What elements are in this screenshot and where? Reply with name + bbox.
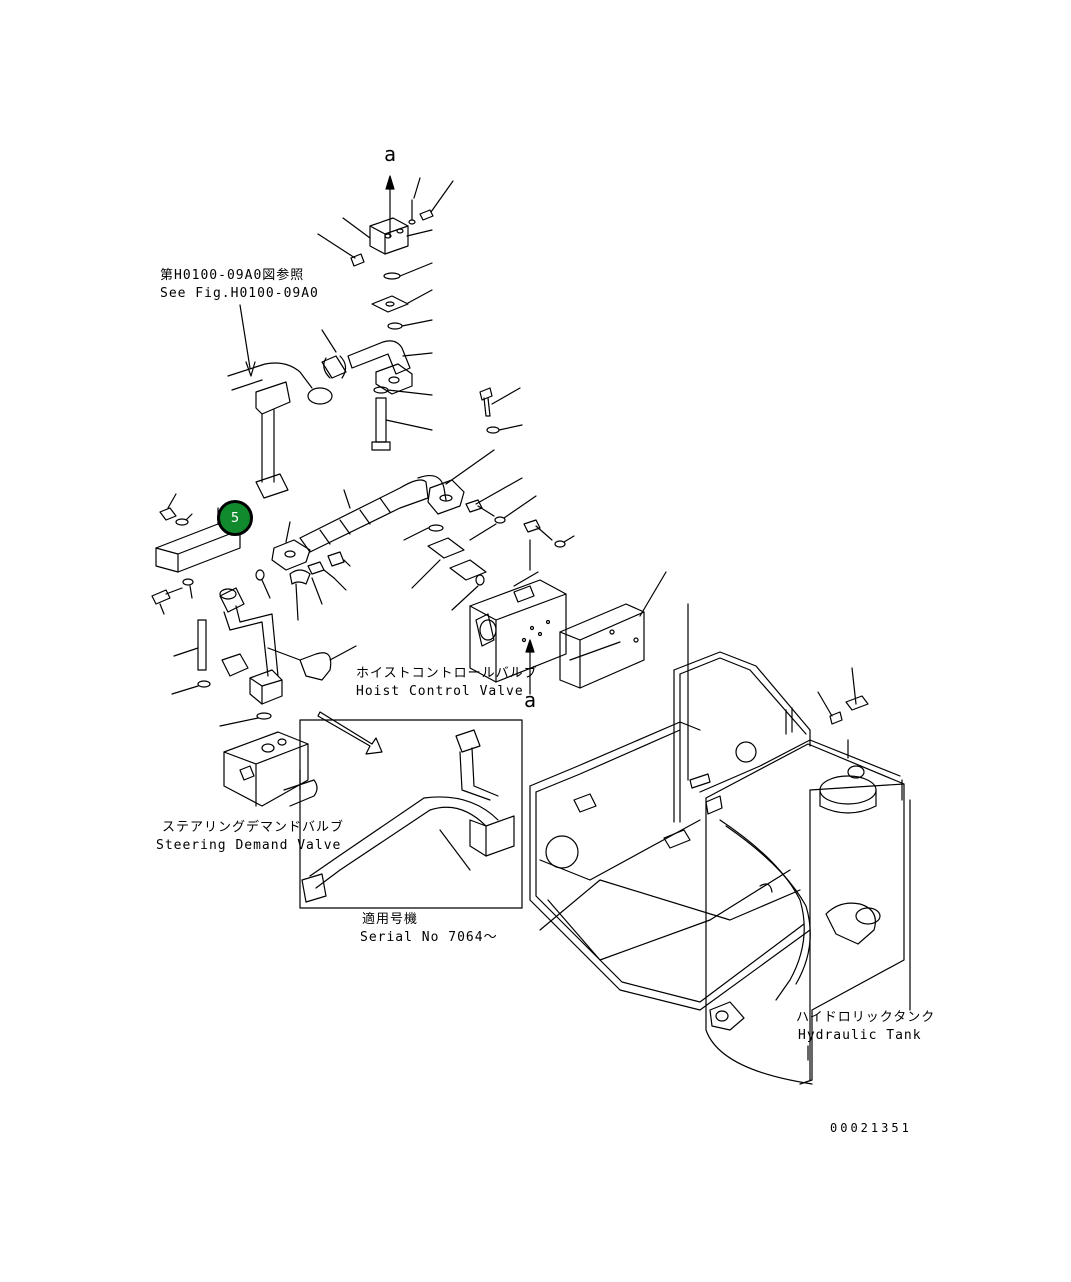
- pipe-steering: [171, 587, 357, 727]
- serial-label-en: Serial No 7064～: [360, 930, 498, 945]
- top-fitting-block: [350, 199, 434, 267]
- detail-box: [299, 711, 523, 909]
- reference-pipe: [227, 304, 333, 499]
- split-flanges-left: [255, 521, 351, 621]
- steering-valve-label-jp: ステアリングデマンドバルブ: [162, 820, 345, 835]
- flange-stack: [371, 262, 433, 330]
- tank-label-jp: ハイドロリックタンク: [796, 1010, 936, 1025]
- steering-demand-valve: [223, 731, 318, 807]
- serial-label-jp: 適用号機: [362, 912, 419, 927]
- steering-valve-label-en: Steering Demand Valve: [156, 838, 342, 853]
- hoist-flanges: [403, 477, 575, 611]
- hoist-control-valve: [469, 571, 567, 695]
- long-bolt: [371, 397, 433, 451]
- bolt-washer-upper: [479, 387, 523, 434]
- see-fig-label-jp: 第H0100-09A0図参照: [160, 268, 305, 283]
- leader-lines-top: [317, 177, 454, 259]
- drawing-number: 00021351: [830, 1121, 912, 1135]
- see-fig-label-en: See Fig.H0100-09A0: [160, 286, 319, 301]
- frame-and-tank: [529, 603, 911, 1085]
- elbow-pipe: [321, 329, 433, 396]
- arrow-a-top-label: a: [384, 142, 397, 166]
- hose-assembly: [299, 449, 495, 553]
- hoist-valve-label-en: Hoist Control Valve: [356, 684, 524, 699]
- hoist-valve-label-jp: ホイストコントロールバルブ: [356, 666, 538, 681]
- mounting-bracket: [559, 571, 667, 689]
- arrow-a-top: [385, 175, 395, 238]
- tank-label-en: Hydraulic Tank: [798, 1028, 922, 1043]
- callout-5[interactable]: 5: [217, 500, 253, 536]
- arrow-a-bottom-label: a: [524, 688, 537, 712]
